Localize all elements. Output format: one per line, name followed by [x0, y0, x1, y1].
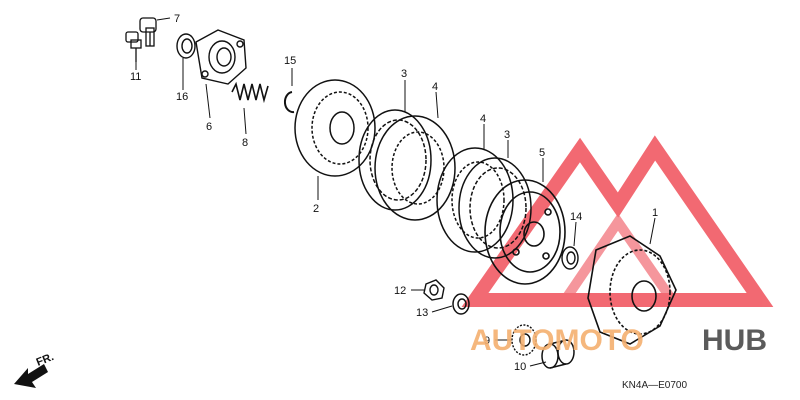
- callout-numbers: 7 11 16 6 8 15 2 3 4 4 3 5 14 1 12 13 9 …: [130, 13, 658, 373]
- watermark-text-part2: HUB: [702, 324, 767, 357]
- callout-4-upper: 4: [432, 81, 438, 93]
- part-clutch-outer-1: [587, 235, 677, 345]
- callout-3-upper: 3: [401, 68, 407, 80]
- part-washer-13: [452, 293, 470, 315]
- watermark-text-part1: AUTOMOTO: [470, 324, 644, 357]
- callout-1: 1: [652, 207, 658, 219]
- part-spring-8: [231, 81, 269, 104]
- diagram-code: KN4A—E0700: [622, 380, 687, 391]
- watermark-text: AUTOMOTO HUB: [470, 324, 767, 357]
- part-seal-16: [176, 33, 196, 59]
- callout-7: 7: [174, 13, 180, 25]
- part-bolt-11: [125, 31, 142, 62]
- callout-8: 8: [242, 137, 248, 149]
- leader-lines: [135, 17, 656, 367]
- callout-4-lower: 4: [480, 113, 486, 125]
- callout-15: 15: [284, 55, 296, 67]
- part-nut-12: [423, 279, 445, 301]
- part-housing-6: [195, 29, 247, 85]
- part-drive-plate-2: [294, 79, 376, 177]
- direction-label: FR.: [35, 351, 56, 369]
- callout-10: 10: [514, 361, 526, 373]
- watermark-logo: [461, 135, 774, 307]
- part-plates-upper: [358, 109, 456, 221]
- callout-9: 9: [484, 335, 490, 347]
- callout-2: 2: [313, 203, 319, 215]
- part-pressure-plate-5: [484, 179, 566, 285]
- callout-16: 16: [176, 91, 188, 103]
- callout-3-lower: 3: [504, 129, 510, 141]
- callout-13: 13: [416, 307, 428, 319]
- callout-6: 6: [206, 121, 212, 133]
- part-bushing-10: [541, 339, 575, 369]
- part-washer-14: [561, 246, 579, 270]
- front-direction-arrow: FR.: [14, 351, 56, 388]
- callout-11: 11: [130, 71, 141, 83]
- callout-12: 12: [394, 285, 406, 297]
- part-circlip-15: [284, 91, 295, 114]
- callout-14: 14: [570, 211, 582, 223]
- part-bolt-7: [139, 17, 157, 47]
- callout-5: 5: [539, 147, 545, 159]
